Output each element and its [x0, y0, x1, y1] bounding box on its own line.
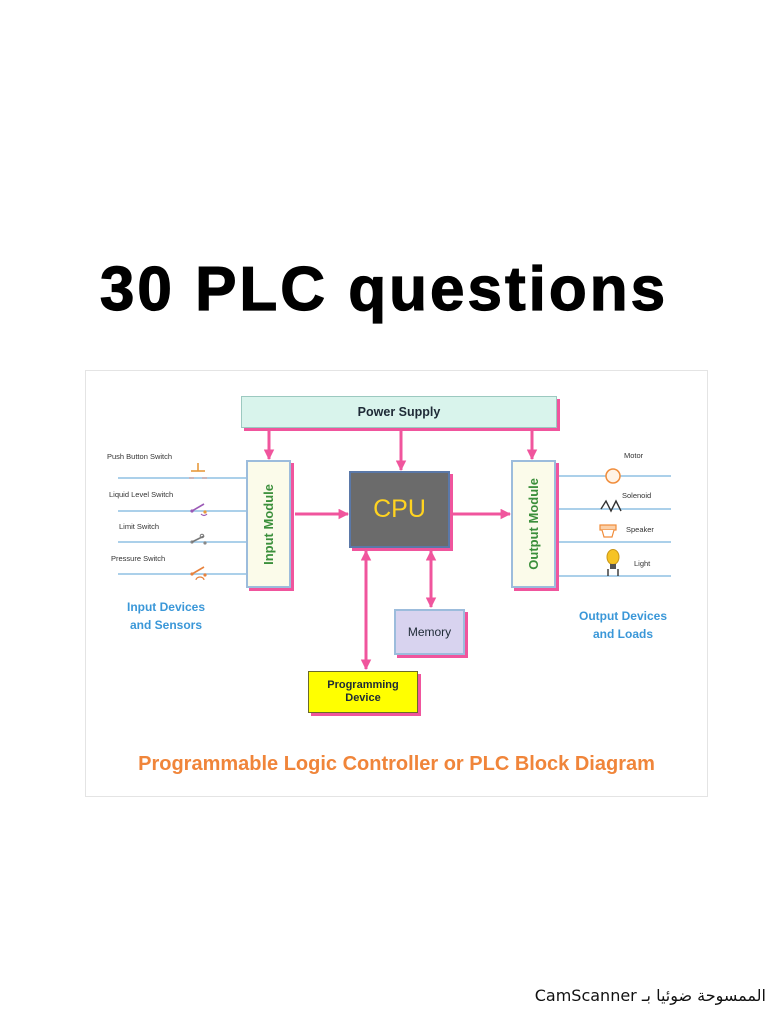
- light-bulb-icon: [606, 549, 620, 576]
- plc-block-diagram: Power Supply Input Module CPU Output Mod…: [85, 370, 708, 797]
- output-devices-caption-line-2: and Loads: [592, 627, 653, 641]
- push-button-switch-icon: [189, 463, 207, 479]
- input-label-pressure-switch: Pressure Switch: [111, 554, 166, 563]
- output-label-solenoid: Solenoid: [622, 491, 652, 500]
- input-module-block: Input Module: [246, 460, 291, 588]
- programming-device-block: Programming Device: [308, 671, 418, 713]
- output-devices-caption-line-1: Output Devices: [578, 609, 668, 623]
- programming-device-line-2: Device: [345, 692, 381, 704]
- programming-device-line-1: Programming: [327, 679, 399, 691]
- output-label-speaker: Speaker: [626, 525, 654, 534]
- input-label-push-button-switch: Push Button Switch: [107, 452, 173, 461]
- page-title: 30 PLC questions: [99, 254, 669, 324]
- input-module-label: Input Module: [261, 483, 276, 565]
- output-label-motor: Motor: [624, 451, 644, 460]
- output-module-block: Output Module: [511, 460, 556, 588]
- pressure-switch-icon: [190, 566, 207, 581]
- input-label-liquid-level-switch: Liquid Level Switch: [109, 490, 174, 499]
- output-label-light: Light: [634, 559, 651, 568]
- output-module-label: Output Module: [526, 478, 541, 570]
- camscanner-watermark: الممسوحة ضوئيا بـ CamScanner: [534, 986, 766, 1005]
- motor-icon: [605, 468, 621, 484]
- diagram-caption: Programmable Logic Controller or PLC Blo…: [138, 753, 655, 775]
- speaker-icon: [599, 524, 617, 538]
- solenoid-icon: [600, 499, 622, 513]
- memory-block: Memory: [394, 609, 465, 655]
- cpu-block: CPU: [349, 471, 450, 548]
- input-devices-caption-line-1: Input Devices: [126, 600, 206, 614]
- liquid-level-switch-icon: [190, 503, 208, 517]
- input-devices-caption: Input Devices and Sensors: [96, 598, 236, 634]
- input-devices-caption-line-2: and Sensors: [129, 618, 203, 632]
- input-label-limit-switch: Limit Switch: [119, 522, 160, 531]
- output-devices-caption: Output Devices and Loads: [553, 607, 693, 643]
- diagram-wiring: [118, 429, 671, 671]
- power-supply-block: Power Supply: [241, 396, 557, 428]
- limit-switch-icon: [190, 533, 207, 545]
